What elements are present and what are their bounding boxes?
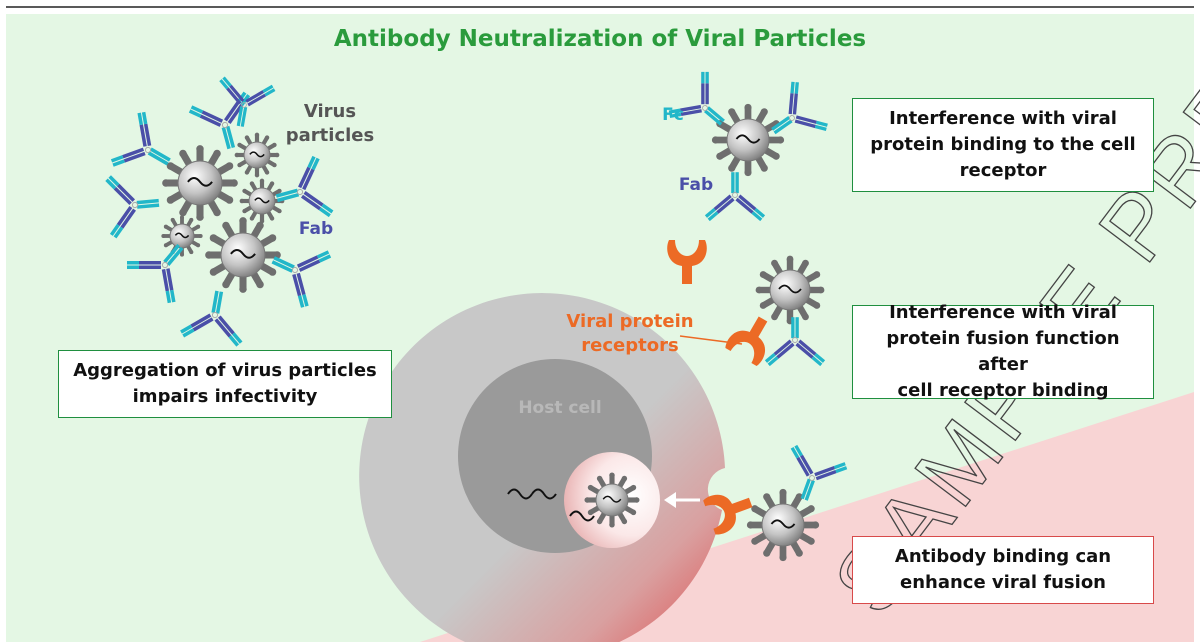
antibody [180, 290, 243, 347]
receptor [667, 240, 707, 284]
virus-particles-label: Virus particles [285, 101, 375, 146]
binding-interference-box: Interference with viral protein binding … [852, 98, 1154, 192]
diagram-title: Antibody Neutralization of Viral Particl… [333, 26, 867, 52]
receptor-layer [667, 240, 768, 535]
fab-label-top: Fab [678, 175, 714, 195]
fc-label: Fc [662, 105, 684, 125]
virus-particle [162, 145, 238, 221]
virus-particle [746, 488, 820, 562]
antibody [668, 71, 725, 126]
fab-label-left: Fab [298, 219, 334, 239]
virus-particle [239, 178, 285, 224]
virus-particle [711, 103, 785, 177]
viral-protein-receptors-label: Viral protein receptors [566, 311, 694, 356]
virus-particle [234, 132, 280, 178]
antibody [704, 172, 766, 222]
virus-particle [205, 217, 281, 293]
antibody [219, 76, 276, 127]
virus-particle [755, 255, 825, 325]
antibody [790, 444, 848, 501]
aggregation-box: Aggregation of virus particles impairs i… [58, 350, 392, 418]
antibody [764, 317, 826, 367]
host-cell-label: Host cell [518, 398, 602, 418]
receptor [725, 316, 768, 367]
antibody [110, 111, 171, 167]
antibody [771, 81, 828, 135]
virus-particle [161, 215, 203, 257]
antibody [105, 175, 160, 239]
virus-particle [584, 472, 640, 528]
viral-rna-strand [507, 488, 533, 500]
enhancement-box: Antibody binding can enhance viral fusio… [852, 536, 1154, 604]
antibody [275, 155, 334, 218]
receptor [703, 494, 753, 535]
fusion-arrow [664, 492, 700, 508]
receptor-leader-line [679, 335, 743, 345]
fusion-interference-box: Interference with viral protein fusion f… [852, 302, 1154, 401]
antibody [188, 91, 251, 150]
antibody [127, 244, 184, 304]
antibody [271, 250, 332, 308]
antibody-layer [105, 71, 848, 501]
virus-layer [161, 103, 825, 562]
viral-rna-strand [569, 510, 595, 522]
viral-rna-strand [531, 488, 557, 500]
